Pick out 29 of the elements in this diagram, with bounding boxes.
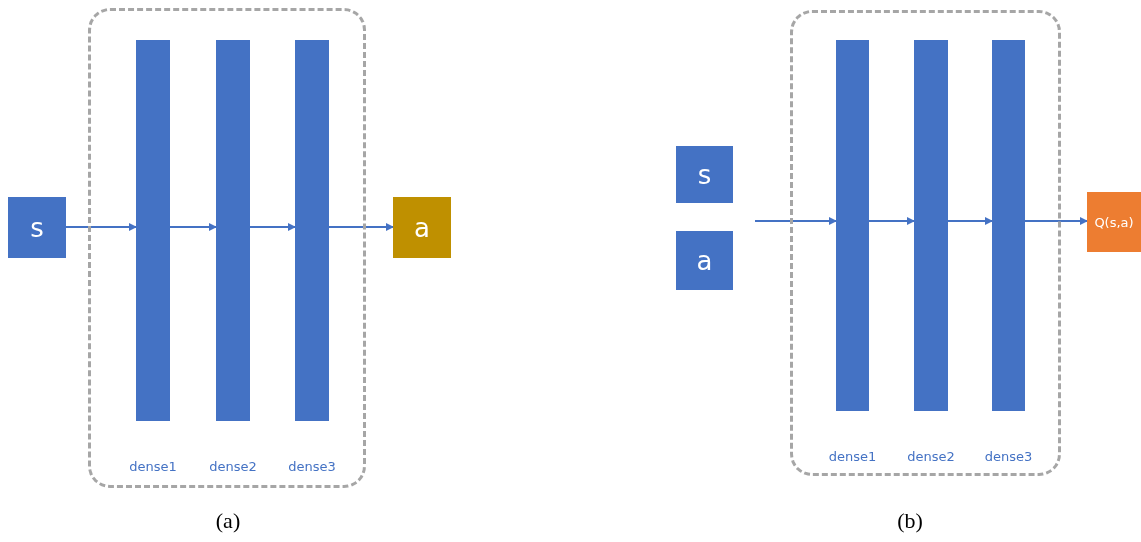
arrow	[169, 223, 217, 231]
layer-label: dense3	[984, 449, 1033, 464]
dense-layer-bar	[992, 40, 1025, 411]
dense-layer-bar	[836, 40, 869, 411]
dense-layer-bar	[295, 40, 329, 421]
layer-label: dense1	[828, 449, 877, 464]
arrow	[1024, 217, 1088, 225]
input-box: Q(s,a)	[1087, 192, 1141, 252]
dense-layer-bar	[216, 40, 250, 421]
network-container	[790, 10, 1061, 476]
input-box: s	[8, 197, 66, 258]
input-box: a	[393, 197, 451, 258]
input-box: a	[676, 231, 733, 290]
panel-label: (b)	[897, 508, 923, 534]
layer-label: dense1	[129, 459, 177, 474]
layer-label: dense2	[209, 459, 257, 474]
arrow	[754, 217, 837, 225]
input-box: s	[676, 146, 733, 203]
panel-label: (a)	[215, 508, 241, 534]
layer-label: dense2	[907, 449, 955, 464]
network-container	[88, 8, 366, 488]
arrow	[249, 223, 296, 231]
dense-layer-bar	[914, 40, 948, 411]
layer-label: dense3	[288, 459, 336, 474]
arrow	[65, 223, 137, 231]
dense-layer-bar	[136, 40, 170, 421]
arrow	[328, 223, 394, 231]
arrow	[947, 217, 993, 225]
arrow	[868, 217, 915, 225]
